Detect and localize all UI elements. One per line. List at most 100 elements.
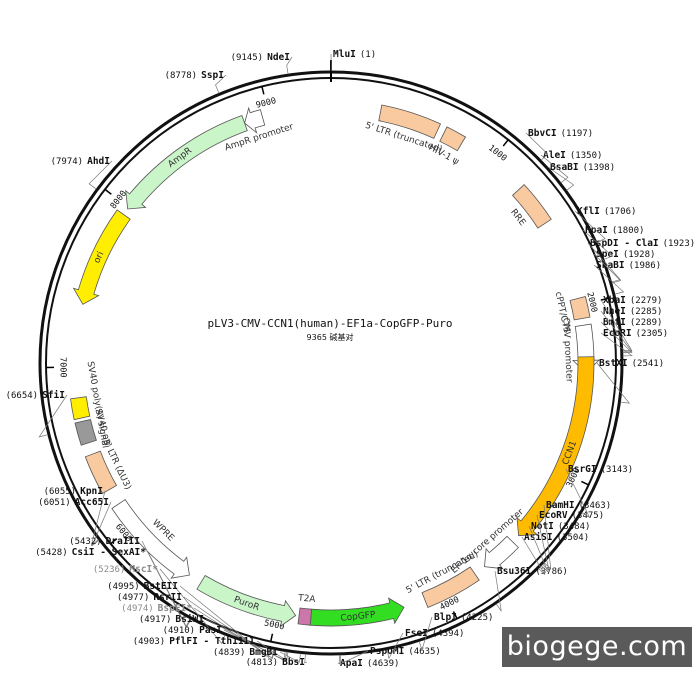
site-label[interactable]: (4839) BmgBI xyxy=(213,642,278,659)
restriction-site[interactable]: Bsu36I (3786) xyxy=(494,561,568,612)
site-label[interactable]: (4903) PflFI - Tth111I xyxy=(133,631,255,648)
feature-shape[interactable] xyxy=(484,535,519,570)
restriction-site[interactable]: BamHI (3463) xyxy=(543,495,611,570)
feature[interactable]: AmpR xyxy=(125,114,248,210)
restriction-site[interactable]: BsrGI (3143) xyxy=(565,459,633,519)
restriction-site[interactable]: AleI (1350) xyxy=(540,145,602,184)
site-label[interactable]: Bsu36I (3786) xyxy=(497,561,568,578)
restriction-site[interactable]: (9145) NdeI xyxy=(231,47,293,75)
site-label[interactable]: BamHI (3463) xyxy=(546,495,611,512)
site-label[interactable]: (6051) Acc65I xyxy=(38,492,109,509)
site-label[interactable]: NotI (3484) xyxy=(531,516,590,533)
feature-shape[interactable] xyxy=(439,126,467,152)
feature-shape[interactable] xyxy=(70,396,91,421)
restriction-site[interactable]: (5428) CsiI - SexAI* xyxy=(35,542,192,628)
restriction-site[interactable]: MluI (1) xyxy=(330,44,376,71)
site-label[interactable]: (4917) BsiWI xyxy=(139,609,204,626)
feature-shape[interactable] xyxy=(74,419,97,446)
restriction-site[interactable]: (6654) SfiI xyxy=(6,385,68,438)
site-label[interactable]: BsrGI (3143) xyxy=(568,459,633,476)
site-label[interactable]: BspDI - ClaI (1923) xyxy=(590,233,695,250)
feature-shape[interactable] xyxy=(569,296,591,321)
feature-shape[interactable] xyxy=(72,209,131,305)
feature[interactable]: CopGFP xyxy=(309,597,405,627)
site-label[interactable]: AleI (1350) xyxy=(543,145,602,162)
site-label[interactable]: FseI (4394) xyxy=(405,623,464,640)
feature[interactable]: PuroR xyxy=(196,574,297,628)
restriction-site[interactable]: (4910) PasI xyxy=(163,620,287,662)
restriction-site[interactable]: BbvCI (1197) xyxy=(525,123,593,161)
site-label[interactable]: (5432) DraIII xyxy=(69,531,140,548)
restriction-site[interactable]: NotI (3484) xyxy=(528,516,590,573)
restriction-site[interactable]: (4839) BmgBI xyxy=(213,642,301,663)
site-label[interactable]: MluI (1) xyxy=(333,44,376,61)
site-label[interactable]: (5236) MscI* xyxy=(93,559,158,576)
site-label[interactable]: AsiSI (3504) xyxy=(524,527,589,544)
site-label[interactable]: (9145) NdeI xyxy=(231,47,290,64)
feature[interactable]: ori xyxy=(72,209,131,305)
feature-shape[interactable] xyxy=(244,106,266,134)
site-label[interactable]: (4813) BbsI xyxy=(246,652,305,669)
site-label[interactable]: EcoRI (2305) xyxy=(603,323,668,340)
site-label[interactable]: (5428) CsiI - SexAI* xyxy=(35,542,146,559)
site-position: (3786) xyxy=(535,567,568,577)
restriction-site[interactable]: (4813) BbsI xyxy=(246,652,308,669)
restriction-site[interactable]: (8778) SspI xyxy=(165,65,227,94)
site-label[interactable]: NheI (2285) xyxy=(603,301,662,318)
restriction-site[interactable]: (4995) BstEII xyxy=(107,576,271,659)
restriction-site[interactable]: BsaBI (1398) xyxy=(547,157,615,191)
feature-shape[interactable] xyxy=(84,450,118,495)
restriction-site[interactable]: (6055) KpnI xyxy=(44,481,106,547)
site-label[interactable]: (6055) KpnI xyxy=(44,481,103,498)
site-label[interactable]: (7974) AhdI xyxy=(51,151,110,168)
feature-shape[interactable] xyxy=(421,566,480,609)
feature[interactable]: RRE xyxy=(508,184,552,229)
feature-shape[interactable] xyxy=(378,104,442,139)
restriction-site[interactable]: EcoRI (2305) xyxy=(600,323,668,357)
feature[interactable]: CCN1 xyxy=(516,356,595,537)
site-label[interactable]: BsaBI (1398) xyxy=(550,157,615,174)
restriction-site[interactable]: BlpI (4225) xyxy=(418,607,493,652)
restriction-site[interactable]: PspOMI (4635) xyxy=(339,641,441,665)
site-label[interactable]: (4910) PasI xyxy=(163,620,222,637)
feature[interactable]: T2A xyxy=(297,593,317,626)
restriction-site[interactable]: ApaI (4639) xyxy=(337,653,399,670)
site-label[interactable]: SpeI (1928) xyxy=(596,244,655,261)
restriction-site[interactable]: BspDI - ClaI (1923) xyxy=(587,233,695,283)
restriction-site[interactable]: XbaI (2279) xyxy=(600,290,662,352)
restriction-site[interactable]: SpeI (1928) xyxy=(593,244,655,284)
site-label[interactable]: KflI (1706) xyxy=(577,201,636,218)
site-label[interactable]: BbvCI (1197) xyxy=(528,123,593,140)
restriction-site[interactable]: KflI (1706) xyxy=(574,201,636,243)
restriction-site[interactable]: (6051) Acc65I xyxy=(38,492,112,547)
site-label[interactable]: BlpI (4225) xyxy=(434,607,493,624)
site-label[interactable]: XbaI (2279) xyxy=(603,290,662,307)
site-label[interactable]: BstXI (2541) xyxy=(599,353,664,370)
restriction-site[interactable]: AsiSI (3504) xyxy=(521,527,589,575)
site-label[interactable]: SnaBI (1986) xyxy=(596,255,661,272)
site-label[interactable]: ApaI (4639) xyxy=(340,653,399,670)
feature-shape[interactable] xyxy=(297,607,312,626)
site-label[interactable]: (4995) BstEII xyxy=(107,576,178,593)
feature[interactable]: 5' LTR (truncated) xyxy=(405,549,481,609)
site-label[interactable]: PspOMI (4635) xyxy=(370,641,441,658)
restriction-site[interactable]: (4903) PflFI - Tth111I xyxy=(133,631,289,662)
restriction-site[interactable]: (5236) MscI* xyxy=(93,559,226,645)
feature-shape[interactable] xyxy=(196,574,297,628)
scale-tick-label: 1000 xyxy=(486,143,508,164)
feature-shape[interactable] xyxy=(516,356,595,537)
restriction-site[interactable]: (5432) DraIII xyxy=(69,531,191,628)
site-enzyme-name: KpnI xyxy=(80,486,103,497)
restriction-site[interactable]: BstXI (2541) xyxy=(596,353,664,404)
site-label[interactable]: (4974) BspEI* xyxy=(121,598,192,615)
restriction-site[interactable]: NheI (2285) xyxy=(600,301,662,353)
site-label[interactable]: (6654) SfiI xyxy=(6,385,65,402)
restriction-site[interactable]: SnaBI (1986) xyxy=(593,255,661,295)
feature-shape[interactable] xyxy=(125,114,248,210)
restriction-site[interactable]: FseI (4394) xyxy=(386,623,464,660)
site-label[interactable]: (8778) SspI xyxy=(165,65,224,82)
site-label[interactable]: (4977) RsrII xyxy=(117,587,182,604)
restriction-site[interactable]: (7974) AhdI xyxy=(51,151,113,190)
feature-shape[interactable] xyxy=(511,184,552,229)
feature-shape[interactable] xyxy=(111,499,190,579)
